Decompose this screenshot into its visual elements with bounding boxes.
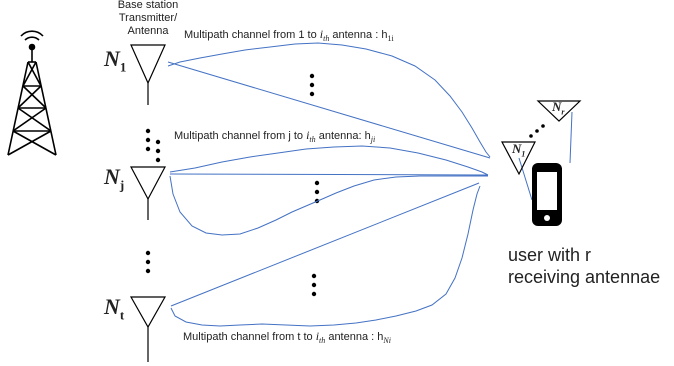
antenna-nt-icon [129, 296, 167, 362]
channel-label-1: Multipath channel from 1 to ith antenna … [184, 27, 394, 44]
antenna-n1-label: N1 [104, 46, 127, 75]
receiver-ellipsis [529, 124, 545, 138]
channel-lines [167, 42, 573, 327]
receive-antenna-n1-label: N1 [512, 141, 526, 159]
receive-antenna-nr-label: Nr [552, 99, 565, 117]
user-description: user with r receiving antennae [508, 245, 661, 287]
tower-icon [7, 30, 57, 156]
channel-label-j: Multipath channel from j to ith antenna:… [174, 128, 376, 145]
receive-antenna-nr-icon [536, 100, 582, 122]
antenna-n1-icon [130, 44, 166, 105]
phone-icon [532, 163, 562, 226]
vertical-ellipsis [145, 73, 320, 297]
base-station-label: Base station Transmitter/ Antenna [117, 0, 179, 37]
channel-label-t: Multipath channel from t to ith antenna … [183, 329, 391, 346]
antenna-nj-icon [130, 166, 166, 220]
receive-antenna-n1-icon [501, 141, 536, 176]
antenna-nj-label: Nj [104, 164, 125, 193]
antenna-nt-label: Nt [104, 294, 125, 323]
